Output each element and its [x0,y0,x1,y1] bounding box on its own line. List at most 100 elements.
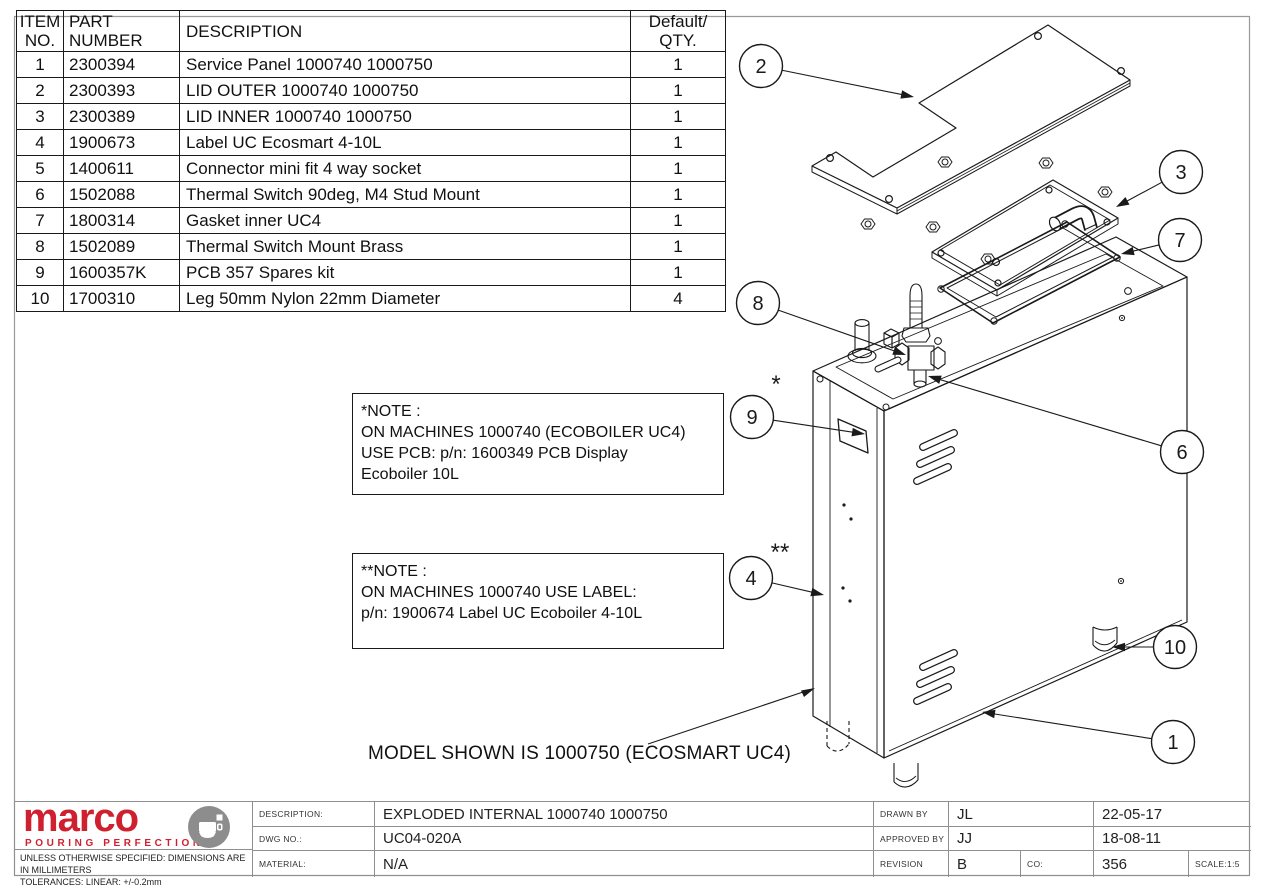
balloon-number: 8 [752,293,763,315]
tolerance-note: UNLESS OTHERWISE SPECIFIED: DIMENSIONS A… [15,850,253,887]
balloon-3: 3 [1116,149,1204,207]
main-unit-body [812,236,1188,759]
bom-cell: 1 [630,77,726,104]
logo-cell: marco POURING PERFECTION [15,796,253,853]
note2-line: p/n: 1900674 Label UC Ecoboiler 4-10L [361,605,643,622]
bom-cell: 1 [630,259,726,286]
balloon-2: 2 [738,43,914,99]
approved-by-value: JJ [949,827,1094,851]
bom-cell: Label UC Ecosmart 4-10L [179,129,631,156]
brand-tagline: POURING PERFECTION [25,838,204,849]
revision-label: REVISION [874,851,949,877]
bom-cell: 1900673 [63,129,180,156]
bom-cell: 3 [16,103,64,130]
description-label: DESCRIPTION: [253,802,375,827]
drawn-date: 22-05-17 [1094,802,1251,827]
bom-cell: 7 [16,207,64,234]
legs [826,626,1118,788]
bom-cell: 1 [16,51,64,78]
bom-cell: 2300394 [63,51,180,78]
bom-cell: Connector mini fit 4 way socket [179,155,631,182]
bom-cell: LID INNER 1000740 1000750 [179,103,631,130]
bom-cell: Thermal Switch Mount Brass [179,233,631,260]
leg-left [826,721,850,752]
bom-cell: 1400611 [63,155,180,182]
note1-line: *NOTE : [361,403,421,420]
top-fittings [847,283,946,388]
balloon-number: 6 [1176,442,1187,464]
co-value: 356 [1094,851,1189,877]
scale-value: SCALE:1:5 [1195,859,1240,869]
model-caption: MODEL SHOWN IS 1000750 (ECOSMART UC4) [368,743,792,764]
balloon-1: 1 [982,709,1196,765]
brand-logo: marco [23,796,139,840]
model-caption-leader [647,688,815,745]
revision-value: B [949,851,1021,877]
bom-cell: 1502089 [63,233,180,260]
bom-cell: 1800314 [63,207,180,234]
note1-line: ON MACHINES 1000740 (ECOBOILER UC4) [361,424,686,441]
bom-cell: 2300393 [63,77,180,104]
drawn-by-value: JL [949,802,1094,827]
leg-right [1092,626,1118,652]
title-block: marco POURING PERFECTION UNLESS OTHERWIS… [14,796,1251,887]
balloon-number: 3 [1175,162,1186,184]
approved-date: 18-08-11 [1094,827,1251,851]
note1-line: USE PCB: p/n: 1600349 PCB Display [361,445,628,462]
balloon-note-mark: * [771,371,780,398]
balloon-number: 2 [755,56,766,78]
bom-cell: 1 [630,103,726,130]
balloon-number: 7 [1174,230,1185,252]
bom-header-cell: DESCRIPTION [179,10,631,52]
bom-cell: 1 [630,181,726,208]
vent-slots-upper [913,429,958,485]
bom-cell: 9 [16,259,64,286]
approved-by-label: APPROVED BY [874,827,949,851]
balloon-6: 6 [928,375,1205,475]
dwg-no-value: UC04-020A [375,827,874,851]
balloon-number: 1 [1167,732,1178,754]
gasket-part [937,220,1121,325]
hex-nuts [860,156,1113,265]
balloon-number: 10 [1164,637,1186,659]
note-box-pcb: *NOTE : ON MACHINES 1000740 (ECOBOILER U… [352,393,724,495]
bom-cell: 2300389 [63,103,180,130]
balloon-number: 4 [745,568,756,590]
bom-cell: Leg 50mm Nylon 22mm Diameter [179,285,631,312]
bom-cell: Thermal Switch 90deg, M4 Stud Mount [179,181,631,208]
coffee-cup-icon [187,805,231,853]
bom-cell: 1700310 [63,285,180,312]
bom-cell: 1 [630,51,726,78]
leg-front [893,763,919,788]
bom-cell: 4 [630,285,726,312]
bom-cell: 5 [16,155,64,182]
lid-outer-part [811,24,1131,215]
balloon-8: 8 [735,280,906,355]
bom-cell: Service Panel 1000740 1000750 [179,51,631,78]
bom-cell: 8 [16,233,64,260]
material-label: MATERIAL: [253,851,375,877]
bom-cell: 1502088 [63,181,180,208]
bom-cell: 1 [630,207,726,234]
bom-cell: 2 [16,77,64,104]
bom-cell: Gasket inner UC4 [179,207,631,234]
balloon-9: 9* [729,371,865,440]
co-label: CO: [1021,851,1094,877]
balloon-number: 9 [746,407,757,429]
note2-line: **NOTE : [361,563,427,580]
balloon-note-mark: ** [771,539,790,566]
